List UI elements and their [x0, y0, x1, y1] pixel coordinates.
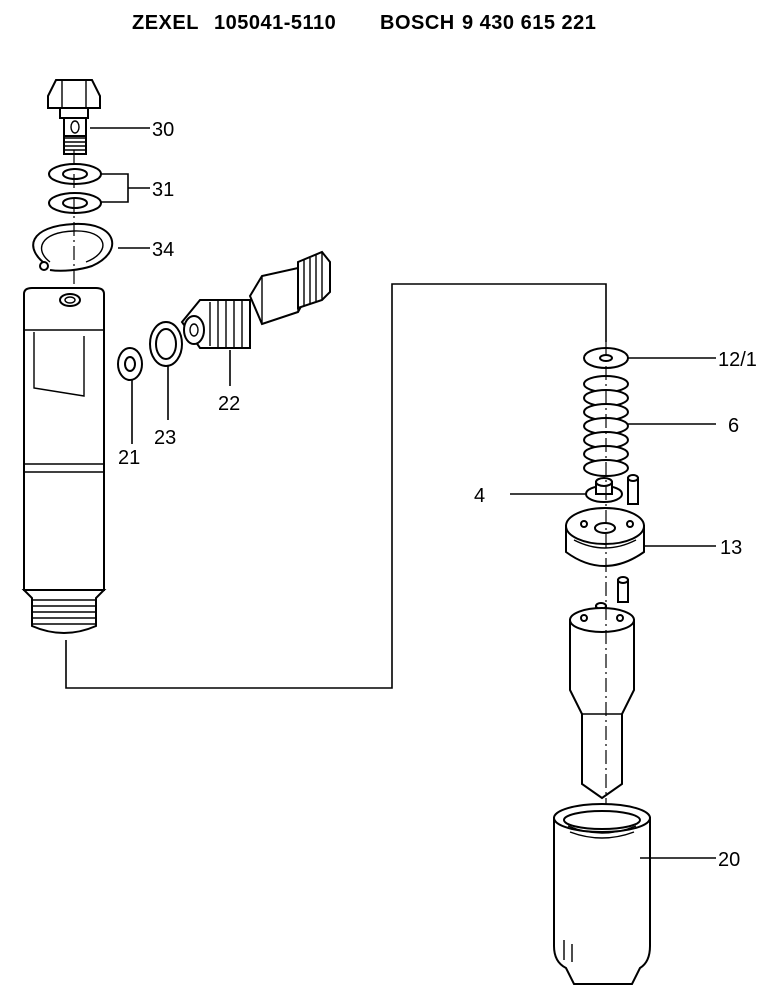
- part-13-intermediate-disc: [565, 507, 645, 567]
- callout-20: 20: [718, 849, 740, 871]
- leader-31: [100, 173, 150, 203]
- callout-34: 34: [152, 239, 174, 261]
- assembly-connector-line: [65, 283, 607, 689]
- nozzle-holder-body: [21, 287, 107, 634]
- callout-31: 31: [152, 179, 174, 201]
- bosch-part-number: 9 430 615 221: [462, 12, 597, 34]
- header: ZEXEL 105041-5110 BOSCH 9 430 615 221: [0, 8, 777, 40]
- part-34-circlip: [32, 222, 114, 272]
- nozzle: [569, 607, 635, 800]
- callout-6: 6: [728, 415, 739, 437]
- callout-22: 22: [218, 393, 240, 415]
- callout-4: 4: [474, 485, 485, 507]
- part-4-seat: [585, 474, 639, 505]
- callout-12-1: 12/1: [718, 349, 757, 371]
- part-20-retaining-nut: [553, 803, 651, 985]
- part-22-inlet-connector: [180, 250, 331, 349]
- zexel-part-number: 105041-5110: [214, 12, 337, 34]
- brand-zexel: ZEXEL: [132, 12, 199, 34]
- callout-23: 23: [154, 427, 176, 449]
- callout-21: 21: [118, 447, 140, 469]
- callout-13: 13: [720, 537, 742, 559]
- part-23-oring: [149, 321, 183, 367]
- part-21-washer: [117, 347, 143, 381]
- callout-30: 30: [152, 119, 174, 141]
- brand-bosch: BOSCH: [380, 12, 455, 34]
- part-31-washers: [48, 163, 102, 214]
- part-30-bolt: [47, 79, 101, 155]
